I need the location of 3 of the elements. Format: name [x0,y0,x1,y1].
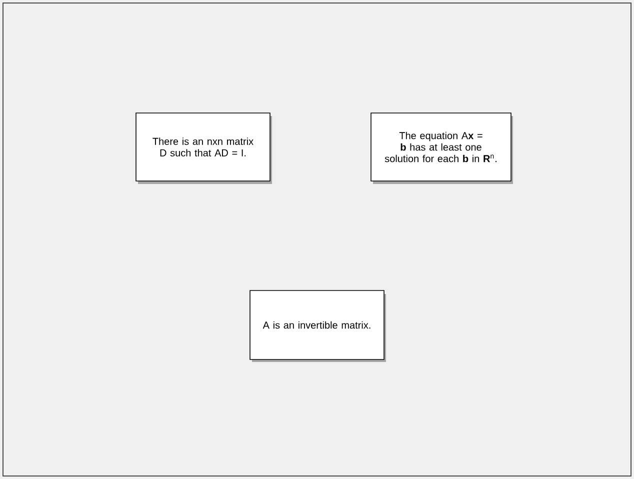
text-box: A is an invertible matrix. [250,290,386,362]
text-box: The equation Ax = b has at least one solution for each b in R$^{n}$. [370,112,513,184]
text-box: There is an nxn matrix D such that AD = I. [136,112,272,184]
